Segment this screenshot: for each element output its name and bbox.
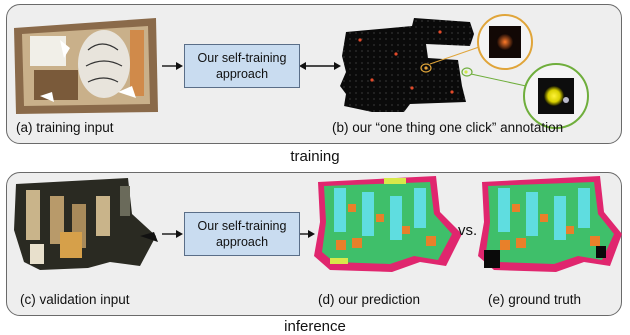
inference-section-label: inference	[284, 318, 346, 335]
caption-annotation: (b) our “one thing one click” annotation	[332, 120, 564, 135]
prediction-segmentation	[314, 176, 462, 272]
box-text-line1: Our self-training	[197, 219, 287, 233]
self-training-box-inference: Our self-training approach	[184, 212, 300, 256]
training-section-label: training	[290, 148, 340, 165]
caption-training-input: (a) training input	[16, 120, 114, 135]
arrow-to-inference-box	[162, 230, 183, 238]
box-text-line1: Our self-training	[197, 51, 287, 65]
double-arrow-to-annotation	[299, 62, 341, 70]
self-training-box-training: Our self-training approach	[184, 44, 300, 88]
arrow-to-prediction	[300, 230, 315, 238]
ground-truth-segmentation	[478, 176, 622, 272]
annotation-scan	[340, 18, 474, 112]
training-input-scan	[14, 18, 158, 114]
zoom-callout-yellow	[461, 63, 589, 129]
zoom-callout-orange	[420, 14, 533, 73]
caption-prediction: (d) our prediction	[318, 292, 421, 307]
arrow-to-training-box	[162, 62, 183, 70]
box-text-line2: approach	[215, 235, 269, 249]
vs-label: vs.	[458, 222, 478, 239]
validation-input-scan	[14, 178, 158, 270]
caption-ground-truth: (e) ground truth	[488, 292, 582, 307]
box-text-line2: approach	[215, 67, 269, 81]
caption-validation-input: (c) validation input	[20, 292, 130, 307]
